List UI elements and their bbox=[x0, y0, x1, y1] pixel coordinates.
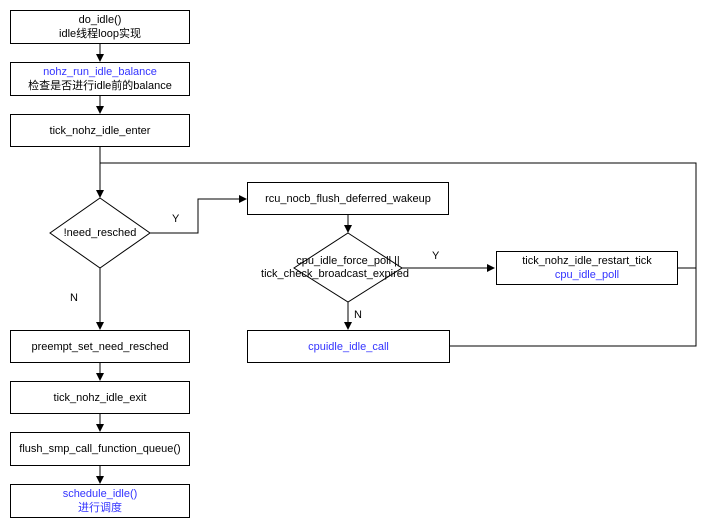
edge-cpuidle-loop bbox=[450, 268, 697, 347]
poll-yes-label: Y bbox=[432, 250, 440, 262]
rcu-flush-box: rcu_nocb_flush_deferred_wakeup bbox=[247, 182, 449, 215]
schedule-idle-box: schedule_idle() 进行调度 bbox=[10, 484, 190, 518]
nohz-balance-link[interactable]: nohz_run_idle_balance bbox=[43, 66, 157, 78]
schedule-idle-link[interactable]: schedule_idle() bbox=[62, 488, 138, 500]
need-resched-label: !need_resched bbox=[63, 227, 137, 239]
rcu-flush-label: rcu_nocb_flush_deferred_wakeup bbox=[265, 192, 431, 205]
cpuidle-call-link[interactable]: cpuidle_idle_call bbox=[308, 340, 389, 353]
tick-enter-box: tick_nohz_idle_enter bbox=[10, 114, 190, 147]
preempt-box: preempt_set_need_resched bbox=[10, 330, 190, 363]
nohz-balance-desc: 检查是否进行idle前的balance bbox=[28, 80, 172, 92]
flush-smp-box: flush_smp_call_function_queue() bbox=[10, 432, 190, 466]
cpuidle-call-box: cpuidle_idle_call bbox=[247, 330, 450, 363]
nohz-balance-box: nohz_run_idle_balance 检查是否进行idle前的balanc… bbox=[10, 62, 190, 96]
edge-decision-yes bbox=[150, 195, 247, 234]
poll-check-line1: cpu_idle_force_poll || bbox=[296, 255, 400, 267]
tick-enter-label: tick_nohz_idle_enter bbox=[49, 124, 151, 137]
decision-poll-check-shape bbox=[293, 232, 403, 303]
restart-tick-label: tick_nohz_idle_restart_tick bbox=[522, 255, 652, 267]
do-idle-title: do_idle() bbox=[78, 14, 122, 26]
need-resched-no-label: N bbox=[70, 292, 78, 304]
do-idle-desc: idle线程loop实现 bbox=[59, 28, 141, 40]
decision-need-resched-shape bbox=[49, 197, 151, 269]
edge-restart-tick-loop bbox=[100, 162, 697, 269]
tick-exit-box: tick_nohz_idle_exit bbox=[10, 381, 190, 414]
do-idle-box: do_idle() idle线程loop实现 bbox=[10, 10, 190, 44]
preempt-label: preempt_set_need_resched bbox=[31, 340, 169, 353]
tick-exit-label: tick_nohz_idle_exit bbox=[53, 391, 147, 404]
flush-smp-label: flush_smp_call_function_queue() bbox=[19, 443, 181, 455]
schedule-idle-desc: 进行调度 bbox=[78, 502, 122, 514]
restart-tick-box: tick_nohz_idle_restart_tick cpu_idle_pol… bbox=[496, 251, 678, 285]
poll-check-line2: tick_check_broadcast_expired bbox=[261, 268, 409, 280]
need-resched-yes-label: Y bbox=[172, 213, 180, 225]
poll-no-label: N bbox=[354, 309, 362, 321]
cpu-idle-poll-link[interactable]: cpu_idle_poll bbox=[554, 269, 620, 281]
